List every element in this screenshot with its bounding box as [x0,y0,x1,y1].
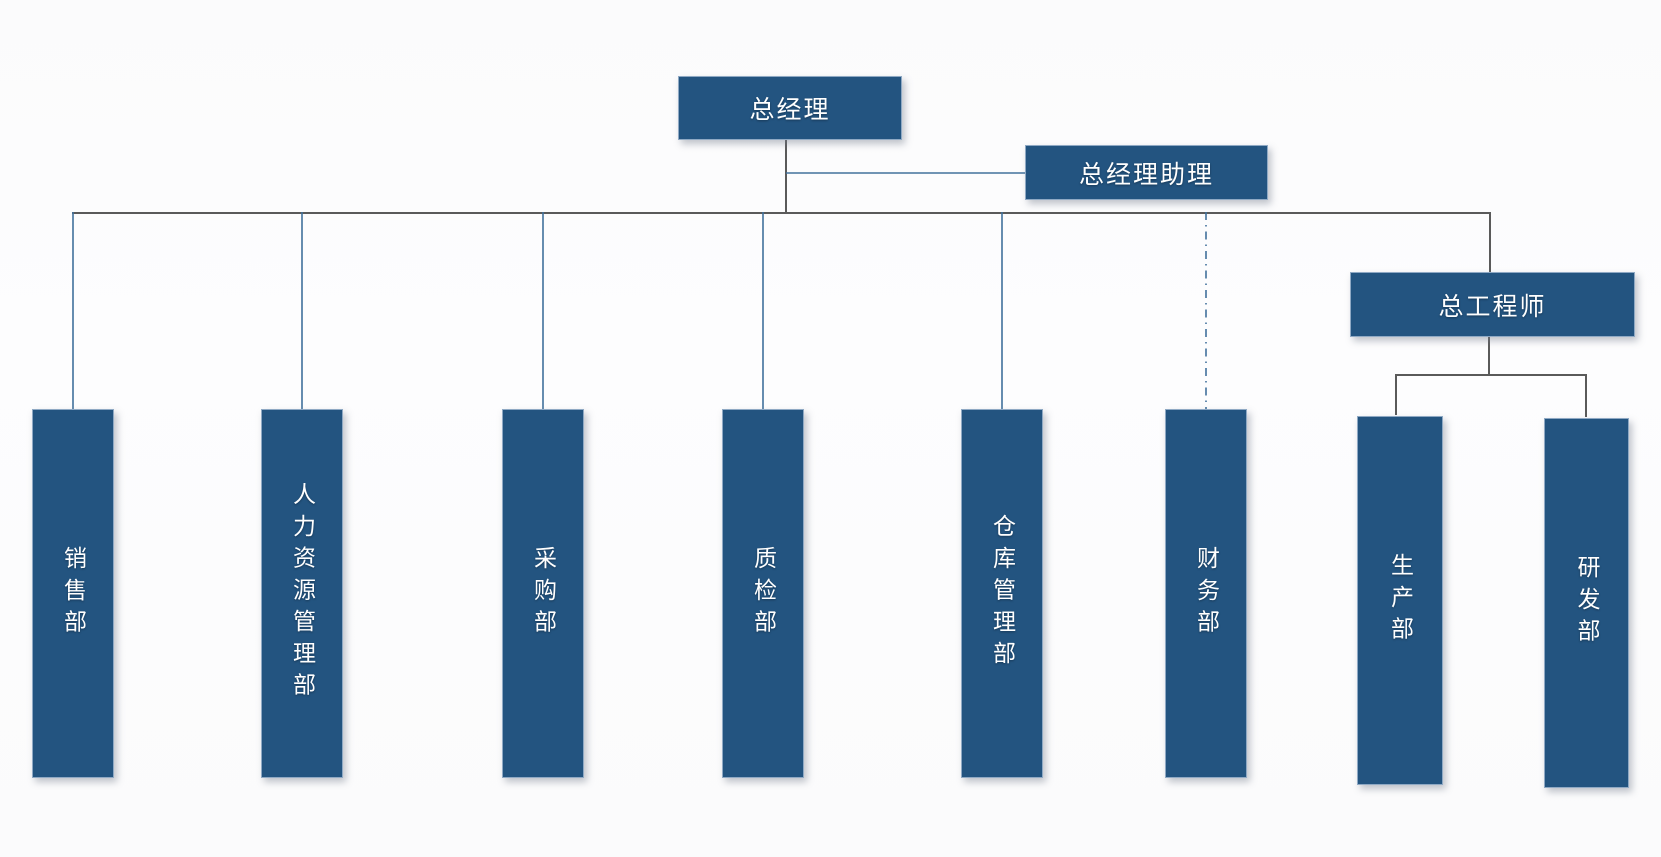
node-dept-purchasing: 采购部 [502,409,584,778]
node-dept-purchasing-label: 采购部 [530,545,557,642]
node-dept-finance-label: 财务部 [1193,545,1220,642]
node-chief-engineer: 总工程师 [1350,272,1635,337]
node-chief-engineer-label: 总工程师 [1438,292,1547,321]
node-dept-hr: 人力资源管理部 [261,409,343,778]
node-gm-assistant: 总经理助理 [1025,145,1268,200]
node-dept-finance: 财务部 [1165,409,1247,778]
node-dept-production: 生产部 [1357,416,1443,785]
node-dept-quality-inspection-label: 质检部 [750,545,777,642]
node-general-manager: 总经理 [678,76,902,140]
node-dept-rnd-label: 研发部 [1574,555,1600,651]
node-dept-production-label: 生产部 [1387,552,1414,649]
node-dept-warehouse-management: 仓库管理部 [961,409,1043,778]
node-dept-hr-label: 人力资源管理部 [289,482,316,705]
node-dept-quality-inspection: 质检部 [722,409,804,778]
node-dept-rnd: 研发部 [1544,418,1629,788]
node-dept-sales-label: 销售部 [60,545,87,642]
node-dept-warehouse-management-label: 仓库管理部 [989,514,1016,673]
node-gm-assistant-label: 总经理助理 [1078,160,1214,189]
node-general-manager-label: 总经理 [749,96,831,124]
node-dept-sales: 销售部 [32,409,114,778]
